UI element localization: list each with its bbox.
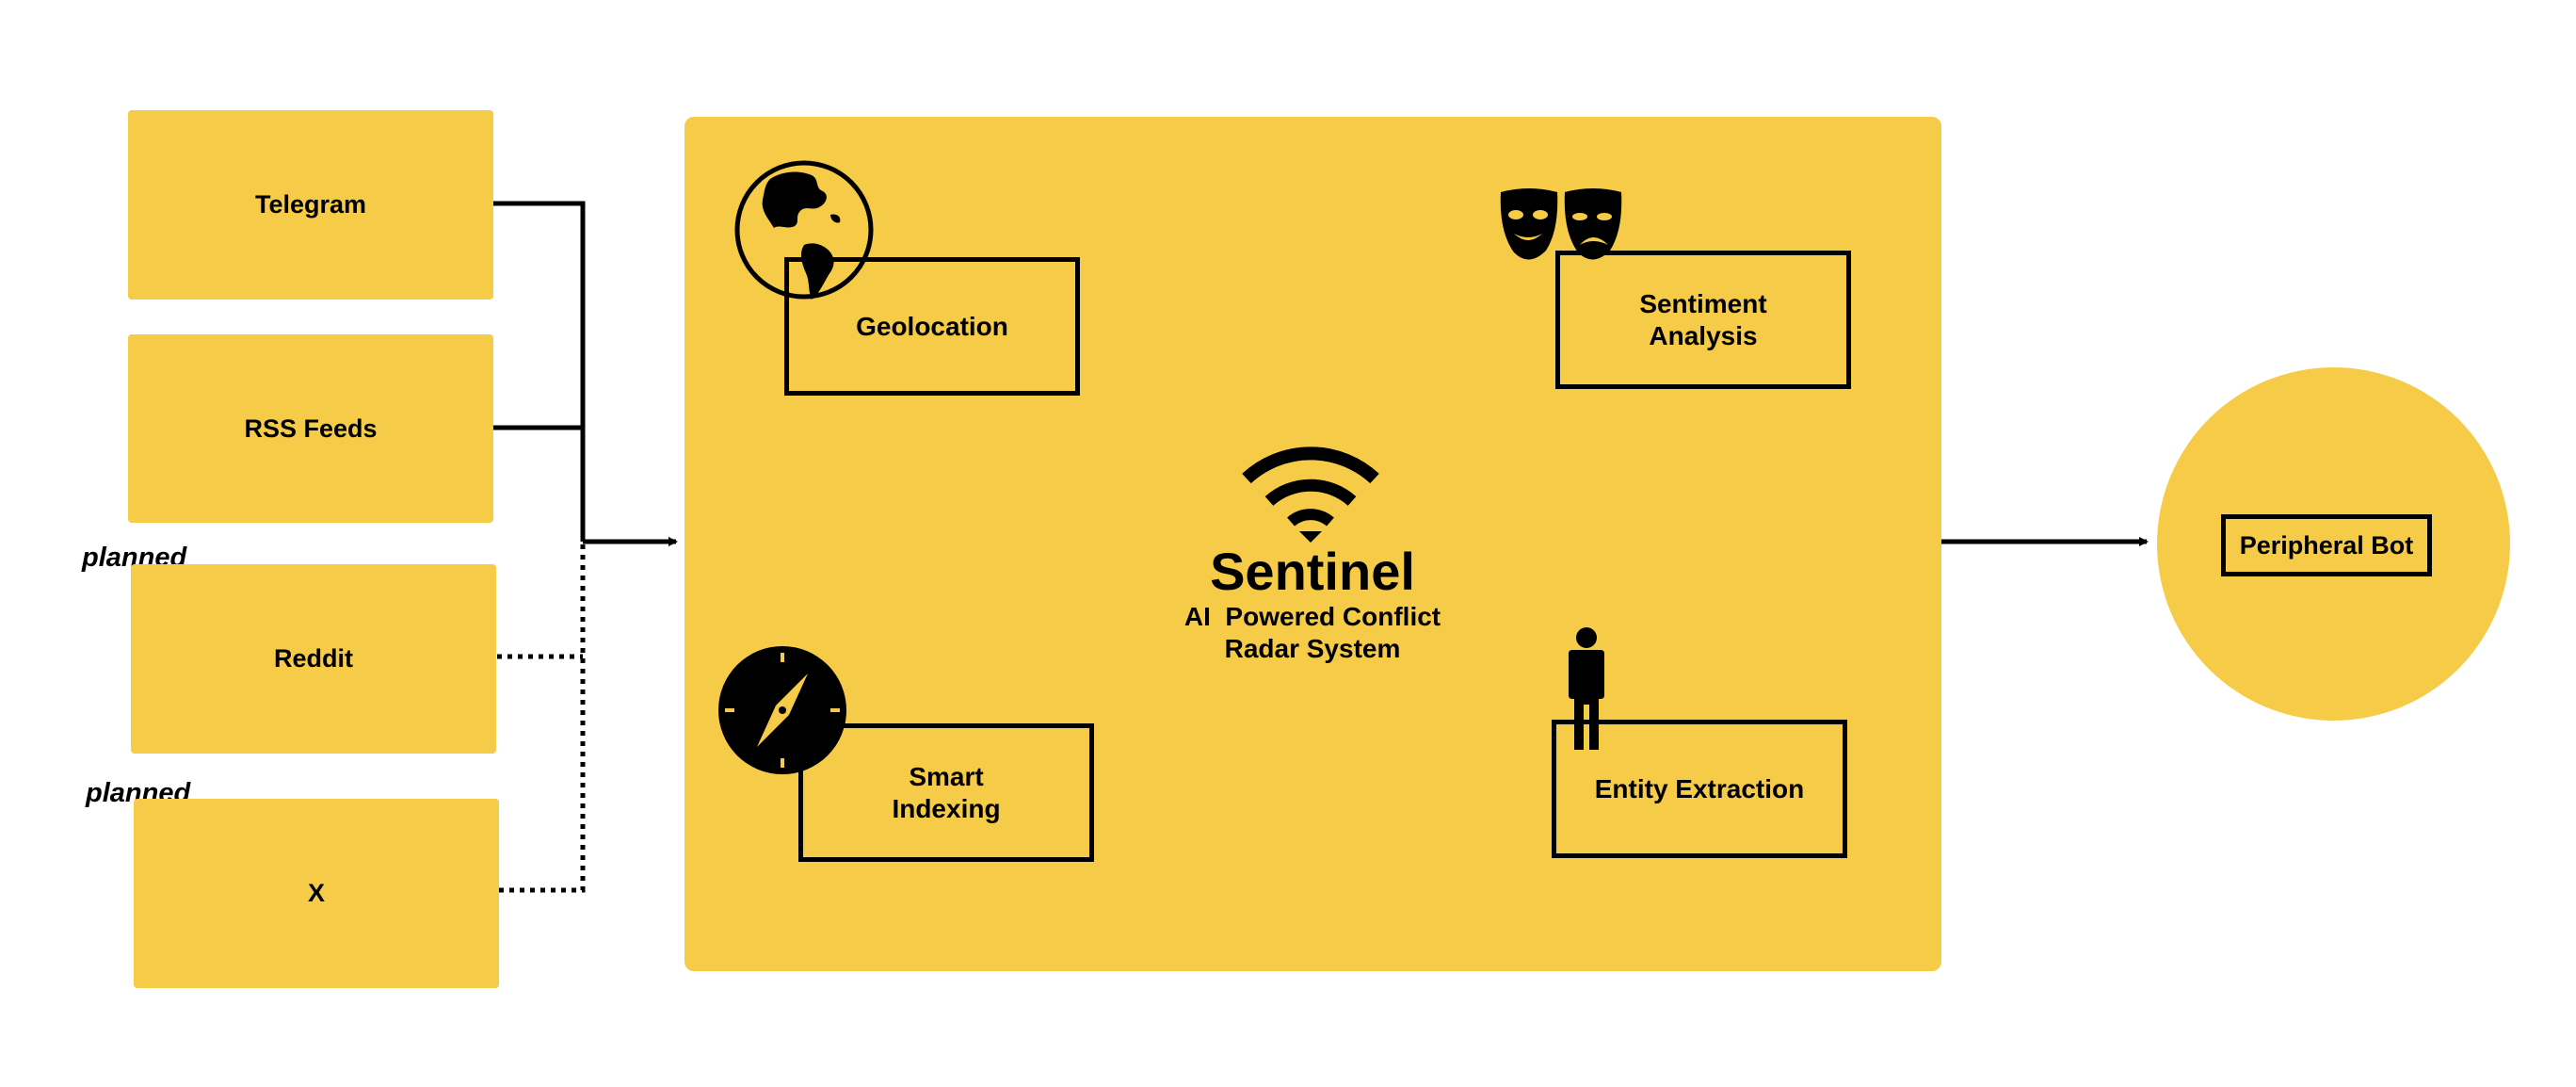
sentinel-subtitle-line1: AI Powered Conflict — [1183, 602, 1441, 631]
module-label: Entity Extraction — [1594, 773, 1805, 803]
source-label: X — [307, 879, 325, 907]
module-label: Geolocation — [856, 311, 1008, 341]
theater-masks-icon — [1500, 188, 1622, 260]
source-telegram: Telegram — [128, 110, 493, 300]
module-entity-extraction: Entity Extraction — [1552, 720, 1847, 858]
solid-connectors — [493, 201, 586, 542]
module-label: Sentiment Analysis — [1639, 288, 1767, 350]
source-label: RSS Feeds — [244, 414, 378, 443]
module-geolocation: Geolocation — [784, 257, 1080, 396]
module-label: Smart Indexing — [892, 761, 1001, 823]
wifi-signal-icon — [1242, 446, 1379, 543]
module-sentiment-analysis: Sentiment Analysis — [1555, 251, 1851, 389]
sentinel-title: Sentinel — [1210, 542, 1415, 601]
source-rss-feeds: RSS Feeds — [128, 334, 493, 523]
peripheral-bot-box: Peripheral Bot — [2221, 514, 2432, 576]
globe-icon — [734, 160, 874, 300]
source-label: Reddit — [274, 644, 353, 673]
source-label: Telegram — [254, 190, 367, 219]
sentinel-subtitle-line2: Radar System — [1224, 634, 1401, 663]
x-connector — [499, 542, 586, 893]
source-x: X — [134, 799, 499, 988]
source-reddit: Reddit — [131, 564, 496, 754]
peripheral-bot-circle — [2157, 367, 2510, 721]
compass-icon — [718, 646, 846, 774]
telegram-connector — [493, 201, 586, 542]
dotted-connectors — [497, 542, 586, 893]
sentinel-title-block: Sentinel AI Powered Conflict Radar Syste… — [1149, 543, 1476, 665]
module-smart-indexing: Smart Indexing — [798, 723, 1094, 862]
peripheral-bot-label: Peripheral Bot — [2239, 530, 2414, 560]
person-icon — [1569, 627, 1604, 750]
